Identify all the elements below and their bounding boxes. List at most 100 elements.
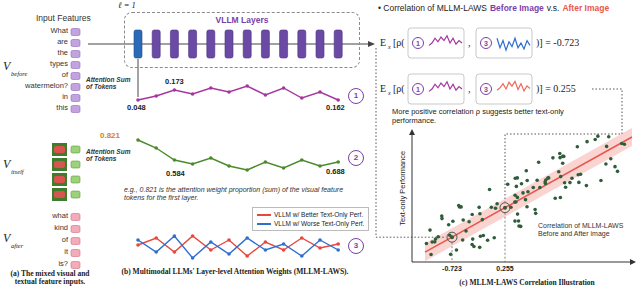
curve-dot	[154, 250, 158, 254]
scatter-point	[450, 235, 454, 239]
scatter-point	[425, 242, 429, 246]
curve-dot	[336, 248, 340, 252]
curve-dot	[173, 88, 177, 92]
drop-line	[452, 242, 453, 262]
input-word: What	[18, 27, 68, 36]
curve-dot	[227, 252, 231, 256]
scatter-point	[559, 175, 563, 179]
curve-dot	[191, 92, 195, 96]
scatter-point	[481, 218, 485, 222]
curve-dot	[154, 236, 158, 240]
highlight-ring	[500, 203, 510, 213]
input-word: of	[18, 71, 68, 80]
input-word: are	[18, 38, 68, 47]
scatter-point	[609, 157, 613, 161]
curve-dot	[300, 96, 304, 100]
scatter-point	[561, 161, 565, 165]
set-subscript: after	[11, 242, 23, 249]
thumbnail-frame	[476, 28, 532, 58]
input-word: what	[18, 212, 68, 221]
curve-dot	[336, 98, 340, 102]
scatter-point	[558, 152, 562, 156]
expectation-subscript: x	[388, 90, 391, 97]
formula-value: )] = -0.723	[536, 37, 579, 49]
scatter-point	[506, 182, 510, 186]
curve-dot	[318, 90, 322, 94]
layer-block	[207, 30, 215, 58]
scatter-point	[447, 223, 451, 227]
set-subscript: before	[11, 70, 27, 77]
node-text: 3	[354, 242, 358, 250]
token-box	[71, 238, 80, 245]
legend-text: VLLM w/ Better Text-Only Perf.	[274, 211, 363, 218]
scatter-point	[544, 182, 548, 186]
scatter-point	[546, 176, 550, 180]
curve-dot	[300, 158, 304, 162]
scatter-point	[563, 181, 567, 185]
set-subscript: itself	[11, 168, 24, 175]
scatter-point	[585, 184, 589, 188]
image-curve	[138, 140, 338, 170]
layer-block	[298, 30, 306, 58]
token-box	[71, 106, 80, 113]
input-word: it	[18, 248, 68, 257]
token-box	[71, 161, 80, 168]
scatter-point	[558, 156, 562, 160]
callout-number: 3	[348, 238, 364, 254]
layer-index: ℓ = 1	[118, 1, 136, 11]
curve-dot	[300, 236, 304, 240]
token-box	[71, 226, 80, 233]
scatter-point	[613, 165, 617, 169]
scatter-point	[593, 138, 597, 142]
curve-dot	[136, 238, 140, 242]
panel-heading: Input Features	[36, 14, 91, 24]
curve-dot	[191, 162, 195, 166]
scatter-point	[616, 170, 620, 174]
image-patch	[54, 176, 65, 183]
callout-number: 1	[412, 83, 424, 95]
axis-note: Attention Sum of Tokens	[86, 76, 132, 90]
scatter-point	[486, 238, 490, 242]
attention-value: 0.688	[326, 168, 345, 177]
legend-row: VLLM w/ Better Text-Only Perf.	[257, 210, 364, 219]
scatter-point	[559, 196, 563, 200]
example-note: e.g., 0.821 is the attention weight prop…	[124, 186, 352, 202]
plot-heading: v.s.	[547, 4, 560, 14]
scatter-point	[521, 191, 525, 195]
formula-text: [ρ(	[393, 83, 405, 95]
scatter-point	[525, 179, 529, 183]
scatter-point	[531, 186, 535, 190]
scatter-point	[524, 169, 528, 173]
scatter-point	[488, 188, 492, 192]
thumbnail-curve	[497, 81, 530, 91]
arrow-head	[630, 259, 636, 265]
expectation-symbol: E	[380, 83, 386, 95]
tick-value: 0.255	[485, 265, 525, 273]
layer-block	[334, 30, 342, 58]
leader-line	[376, 48, 446, 237]
formula-value: )] = 0.255	[536, 83, 576, 95]
panel-caption: (a) The mixed visual and textual feature…	[0, 270, 100, 287]
legend-swatch	[257, 223, 271, 225]
thumbnail-curve	[429, 36, 462, 46]
scatter-point	[524, 198, 528, 202]
token-box	[71, 40, 80, 47]
scatter-point	[576, 145, 580, 149]
input-word: of	[18, 236, 68, 245]
scatter-point	[457, 204, 461, 208]
plot-heading: Before Image	[490, 4, 544, 14]
panel-caption: (b) Multimodal LLMs' Layer-level Attenti…	[110, 268, 360, 276]
scatter-point	[477, 206, 481, 210]
callout-number: 1	[412, 37, 424, 49]
attention-value: 0.821	[100, 131, 120, 140]
curve-dot	[318, 164, 322, 168]
drop-line	[505, 213, 506, 262]
token-box	[71, 191, 80, 198]
scatter-point	[533, 208, 537, 212]
legend-box: VLLM w/ Better Text-Only Perf.VLLM w/ Wo…	[252, 207, 369, 231]
scatter-point	[557, 170, 561, 174]
token-box	[71, 51, 80, 58]
scatter-point	[517, 219, 521, 223]
